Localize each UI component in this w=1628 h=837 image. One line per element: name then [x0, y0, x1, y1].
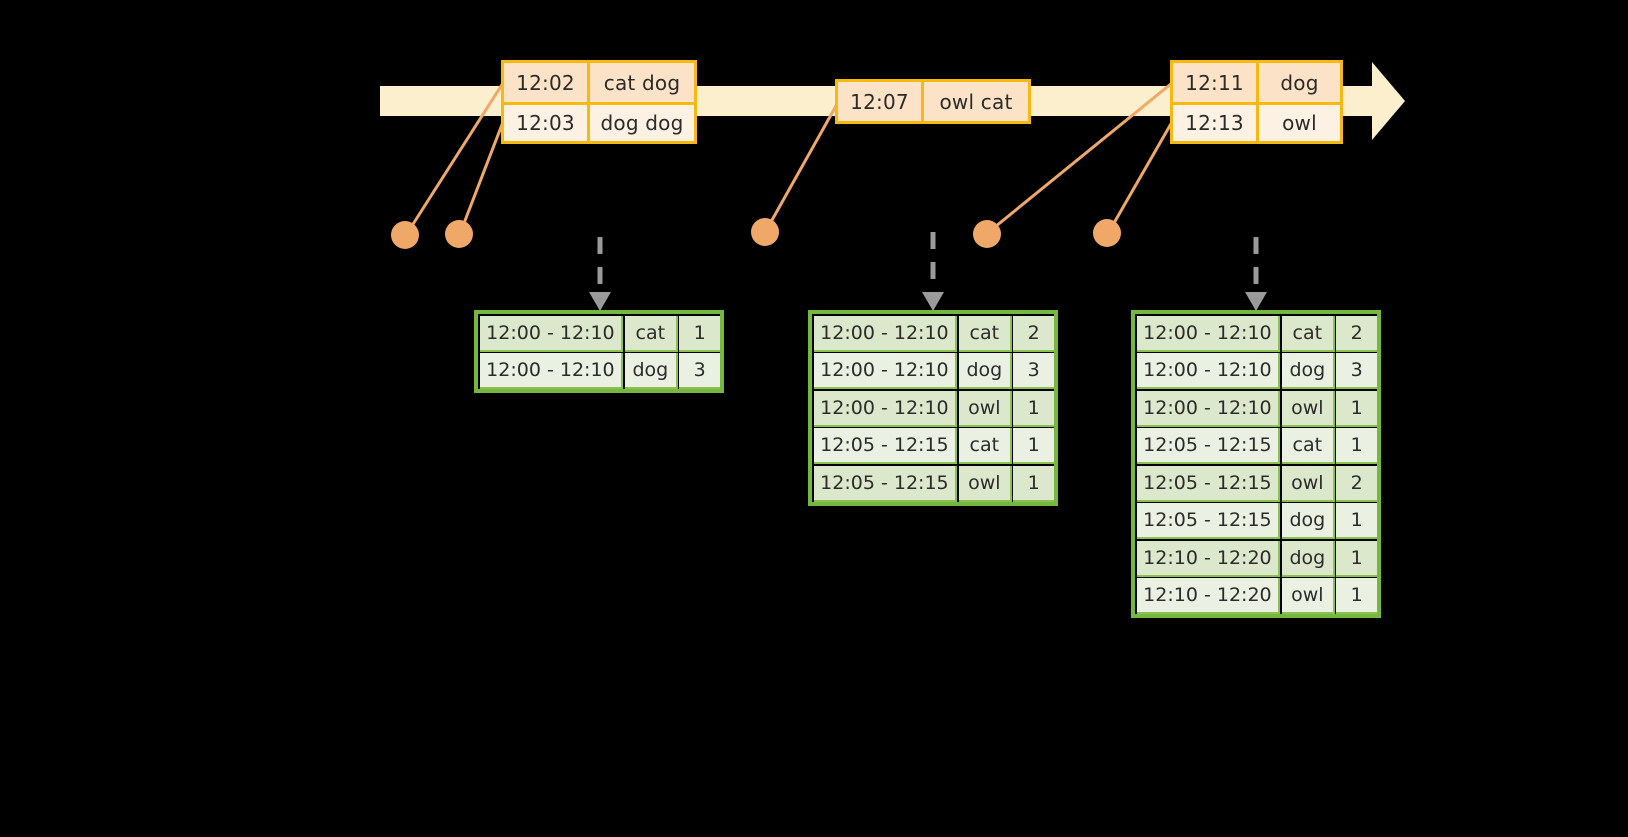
- event-value: dog: [1259, 63, 1340, 102]
- count-cell: 1: [1336, 540, 1377, 577]
- event-group-2: 12:07 owl cat: [835, 79, 1031, 124]
- key-cell: cat: [624, 315, 678, 352]
- key-cell: cat: [958, 315, 1012, 352]
- connector-line-5: [1108, 120, 1174, 232]
- event-row: 12:03 dog dog: [504, 102, 694, 141]
- key-cell: owl: [958, 465, 1012, 502]
- key-cell: dog: [1281, 353, 1335, 389]
- window-cell: 12:00 - 12:10: [479, 353, 624, 389]
- event-row: 12:02 cat dog: [504, 63, 694, 102]
- key-cell: dog: [624, 353, 678, 389]
- event-row: 12:11 dog: [1173, 63, 1340, 102]
- connector-line-2: [459, 120, 505, 233]
- table-row: 12:05 - 12:15 cat 1: [812, 427, 1054, 464]
- table-row: 12:00 - 12:10 owl 1: [1135, 389, 1377, 427]
- table-row: 12:05 - 12:15 cat 1: [1135, 427, 1377, 464]
- table-row: 12:05 - 12:15 dog 1: [1135, 502, 1377, 539]
- window-cell: 12:05 - 12:15: [1136, 428, 1281, 464]
- key-cell: dog: [1281, 503, 1335, 539]
- key-cell: owl: [1281, 578, 1335, 614]
- result-table-3: 12:00 - 12:10 cat 2 12:00 - 12:10 dog 3 …: [1131, 310, 1381, 618]
- connector-line-1: [406, 81, 505, 234]
- window-cell: 12:10 - 12:20: [1136, 578, 1281, 614]
- event-time: 12:11: [1173, 63, 1259, 102]
- table-row: 12:00 - 12:10 dog 3: [1135, 352, 1377, 389]
- count-cell: 1: [1013, 465, 1054, 502]
- table-row: 12:00 - 12:10 dog 3: [812, 352, 1054, 389]
- dashed-arrow-1: [589, 237, 611, 311]
- count-cell: 2: [1336, 465, 1377, 502]
- event-time: 12:03: [504, 105, 590, 141]
- key-cell: cat: [1281, 428, 1335, 464]
- connector-line-3: [765, 104, 838, 231]
- window-cell: 12:05 - 12:15: [1136, 503, 1281, 539]
- window-cell: 12:00 - 12:10: [813, 353, 958, 389]
- result-table-2: 12:00 - 12:10 cat 2 12:00 - 12:10 dog 3 …: [808, 310, 1058, 506]
- table-row: 12:00 - 12:10 dog 3: [478, 352, 720, 389]
- event-time: 12:13: [1173, 105, 1259, 141]
- count-cell: 1: [679, 315, 720, 352]
- window-cell: 12:00 - 12:10: [1136, 315, 1281, 352]
- key-cell: owl: [958, 390, 1012, 427]
- event-group-1: 12:02 cat dog 12:03 dog dog: [501, 60, 697, 144]
- window-cell: 12:00 - 12:10: [813, 315, 958, 352]
- result-table-1: 12:00 - 12:10 cat 1 12:00 - 12:10 dog 3: [474, 310, 724, 393]
- table-row: 12:05 - 12:15 owl 2: [1135, 464, 1377, 502]
- table-row: 12:00 - 12:10 cat 1: [478, 314, 720, 352]
- dashed-arrow-2: [922, 232, 944, 311]
- table-row: 12:00 - 12:10 cat 2: [812, 314, 1054, 352]
- count-cell: 3: [1336, 353, 1377, 389]
- key-cell: dog: [1281, 540, 1335, 577]
- event-dot-1: [391, 221, 419, 249]
- key-cell: owl: [1281, 465, 1335, 502]
- event-value: owl: [1259, 105, 1340, 141]
- event-dots: [391, 218, 1121, 249]
- window-cell: 12:05 - 12:15: [1136, 465, 1281, 502]
- event-dot-2: [445, 220, 473, 248]
- event-dot-3: [751, 218, 779, 246]
- event-value: cat dog: [590, 63, 694, 102]
- count-cell: 3: [679, 353, 720, 389]
- table-row: 12:05 - 12:15 owl 1: [812, 464, 1054, 502]
- event-group-3: 12:11 dog 12:13 owl: [1170, 60, 1343, 144]
- window-cell: 12:00 - 12:10: [813, 390, 958, 427]
- window-cell: 12:05 - 12:15: [813, 465, 958, 502]
- window-cell: 12:00 - 12:10: [1136, 390, 1281, 427]
- count-cell: 2: [1013, 315, 1054, 352]
- count-cell: 1: [1013, 390, 1054, 427]
- count-cell: 3: [1013, 353, 1054, 389]
- dashed-arrow-3: [1245, 237, 1267, 311]
- count-cell: 1: [1336, 578, 1377, 614]
- event-time: 12:02: [504, 63, 590, 102]
- event-dot-5: [1093, 219, 1121, 247]
- window-cell: 12:10 - 12:20: [1136, 540, 1281, 577]
- count-cell: 2: [1336, 315, 1377, 352]
- table-row: 12:00 - 12:10 owl 1: [812, 389, 1054, 427]
- key-cell: dog: [958, 353, 1012, 389]
- event-value: dog dog: [590, 105, 694, 141]
- window-cell: 12:05 - 12:15: [813, 428, 958, 464]
- window-cell: 12:00 - 12:10: [479, 315, 624, 352]
- table-row: 12:10 - 12:20 dog 1: [1135, 539, 1377, 577]
- key-cell: owl: [1281, 390, 1335, 427]
- event-row: 12:07 owl cat: [838, 82, 1028, 121]
- count-cell: 1: [1336, 428, 1377, 464]
- event-time: 12:07: [838, 82, 924, 121]
- event-dot-4: [973, 220, 1001, 248]
- event-value: owl cat: [924, 82, 1028, 121]
- table-row: 12:00 - 12:10 cat 2: [1135, 314, 1377, 352]
- table-row: 12:10 - 12:20 owl 1: [1135, 577, 1377, 614]
- key-cell: cat: [1281, 315, 1335, 352]
- key-cell: cat: [958, 428, 1012, 464]
- count-cell: 1: [1336, 503, 1377, 539]
- event-row: 12:13 owl: [1173, 102, 1340, 141]
- window-cell: 12:00 - 12:10: [1136, 353, 1281, 389]
- dashed-arrows: [589, 232, 1267, 311]
- count-cell: 1: [1336, 390, 1377, 427]
- count-cell: 1: [1013, 428, 1054, 464]
